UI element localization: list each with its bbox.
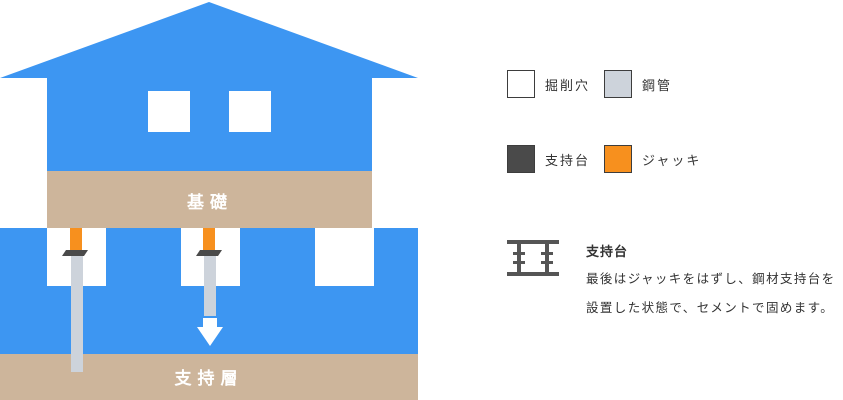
excavation-swatch [507, 70, 535, 98]
description-body: 最後はジャッキをはずし、鋼材支持台を設置した状態で、セメントで固めます。 [586, 271, 836, 315]
foundation-label: 基礎 [186, 192, 233, 213]
steel-pipe [204, 256, 216, 316]
jack [70, 228, 82, 250]
legend-label: 掘削穴 [545, 78, 591, 94]
legend-item-steel-pipe: 鋼管 [604, 70, 672, 98]
legend-item-excavation: 掘削穴 [507, 70, 590, 98]
house-window [229, 91, 271, 132]
support-plate [62, 250, 88, 256]
legend-row: 掘削穴 鋼管 [507, 70, 686, 98]
legend-label: 支持台 [545, 153, 591, 169]
underpinning-diagram: 支持層 基礎 [0, 2, 418, 400]
support-plate [196, 250, 222, 256]
house-window [148, 91, 190, 132]
legend-item-support-base: 支持台 [507, 145, 590, 173]
support-base-swatch [507, 145, 535, 173]
legend-item-jack: ジャッキ [604, 145, 701, 173]
house-roof [0, 2, 418, 78]
foundation [47, 171, 372, 228]
bearing-layer-label: 支持層 [175, 368, 244, 389]
house-body [47, 77, 372, 171]
steel-pipe [71, 256, 83, 372]
jack-swatch [604, 145, 633, 173]
legend-label: 鋼管 [642, 78, 673, 94]
excavation-pit [315, 228, 374, 286]
jack [203, 228, 215, 250]
down-arrow-icon [197, 318, 223, 346]
steel-pipe-swatch [604, 70, 633, 98]
bearing-layer [0, 354, 418, 400]
legend-label: ジャッキ [642, 153, 702, 169]
legend-row: 支持台 ジャッキ [507, 145, 715, 173]
support-base-icon [507, 240, 559, 276]
description-title: 支持台 [586, 245, 629, 260]
